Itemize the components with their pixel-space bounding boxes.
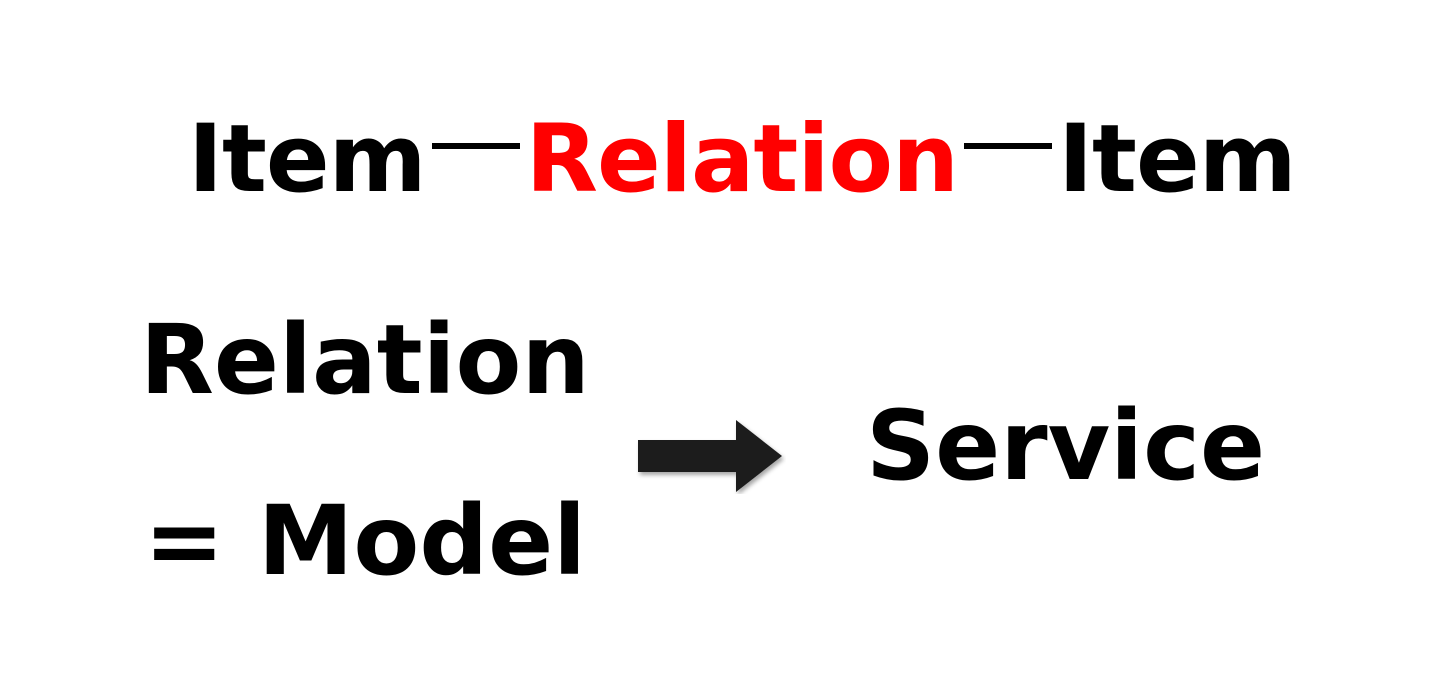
left-item-label: Item <box>188 105 427 214</box>
relation-label: Relation <box>525 105 959 214</box>
service-label: Service <box>866 390 1266 502</box>
left-connector-line <box>431 143 520 149</box>
item-relation-item-formula: Item Relation Item <box>188 100 1297 220</box>
relation-definition-label: Relation <box>140 304 590 416</box>
right-connector-line <box>964 143 1053 149</box>
model-equation-label: = Model <box>144 485 587 597</box>
right-item-label: Item <box>1058 105 1297 214</box>
right-arrow-icon <box>638 420 782 492</box>
